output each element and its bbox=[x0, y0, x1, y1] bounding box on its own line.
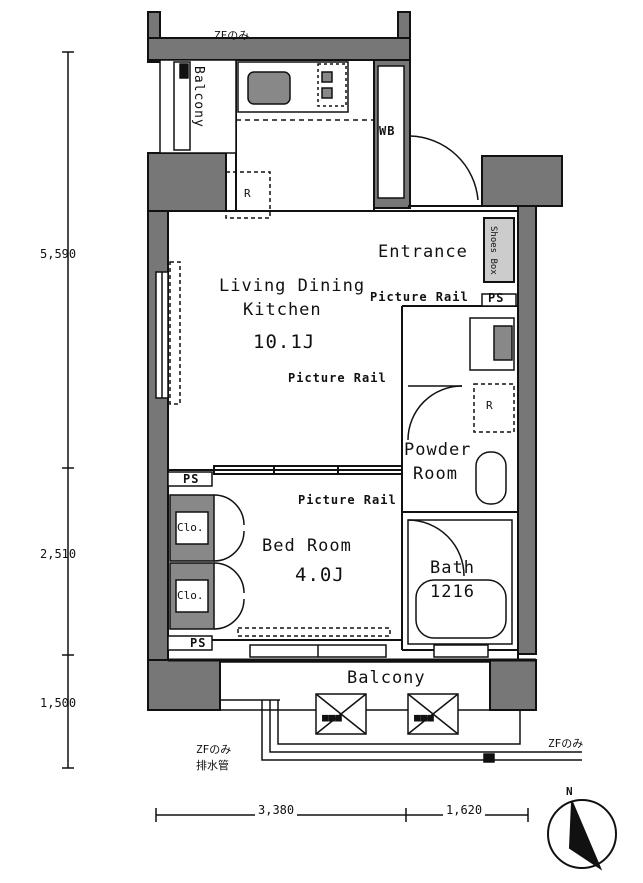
bath-label: Bath bbox=[430, 558, 475, 578]
bath-unit bbox=[407, 519, 513, 645]
picture-rail-label-3: Picture Rail bbox=[298, 493, 397, 507]
outdoor-unit-label-2: ■■■ bbox=[414, 711, 434, 724]
bedroom-label: Bed Room bbox=[262, 536, 352, 556]
ldk-label-line2: Kitchen bbox=[243, 300, 322, 320]
dim-left-3: 1,500 bbox=[40, 696, 77, 710]
bottom-balcony bbox=[219, 661, 582, 763]
sliding-partition bbox=[213, 465, 403, 475]
balcony-top-label: Balcony bbox=[191, 66, 206, 128]
washer-space bbox=[377, 65, 405, 199]
wb-label: WB bbox=[379, 124, 396, 138]
dim-bottom-1: 3,380 bbox=[255, 804, 298, 816]
dim-left-2: 2,510 bbox=[40, 547, 77, 561]
compass-rose bbox=[547, 799, 617, 871]
bath-size: 1216 bbox=[430, 582, 475, 602]
entrance-door bbox=[409, 135, 479, 206]
powder-label-line1: Powder bbox=[404, 440, 472, 460]
closets bbox=[169, 494, 245, 630]
dim-left-1: 5,590 bbox=[40, 247, 77, 261]
zf-note-top: ZFのみ bbox=[214, 29, 250, 42]
ldk-label-line1: Living Dining bbox=[219, 276, 366, 296]
picture-rail-label-2: Picture Rail bbox=[288, 371, 387, 385]
powder-door bbox=[407, 385, 463, 441]
entrance-label: Entrance bbox=[378, 242, 468, 262]
shoes-box bbox=[483, 217, 515, 283]
outdoor-unit-label-1: ■■■ bbox=[322, 711, 342, 724]
zf-note-bottom-right: ZFのみ bbox=[548, 737, 584, 750]
top-balcony bbox=[159, 59, 237, 154]
dim-bottom-2: 1,620 bbox=[443, 804, 486, 816]
shoes-box-label: Shoes Box bbox=[488, 226, 498, 275]
closet-label-lower: Clo. bbox=[177, 589, 204, 602]
ps-label-upper: PS bbox=[183, 472, 200, 486]
ps-label-entrance: PS bbox=[488, 291, 505, 305]
picture-rail-label-1: Picture Rail bbox=[370, 290, 469, 304]
ps-label-lower: PS bbox=[190, 636, 207, 650]
compass-north-label: N bbox=[566, 785, 573, 798]
ldk-window bbox=[155, 261, 181, 405]
refrigerator-label: R bbox=[244, 187, 251, 200]
powder-label-line2: Room bbox=[413, 464, 458, 484]
bedroom-window bbox=[237, 627, 489, 658]
kitchen-counter bbox=[236, 61, 374, 121]
interior-walls bbox=[167, 59, 536, 662]
powder-fixtures bbox=[469, 317, 515, 505]
drain-pipe-note: 排水管 bbox=[196, 759, 229, 772]
zf-note-bottom-left: ZFのみ bbox=[196, 743, 232, 756]
washer-space-label: R bbox=[486, 399, 493, 412]
ps-boxes bbox=[167, 293, 517, 651]
closet-label-upper: Clo. bbox=[177, 521, 204, 534]
ldk-area: 10.1J bbox=[253, 331, 316, 353]
refrigerator-space bbox=[225, 171, 271, 219]
bedroom-area: 4.0J bbox=[295, 564, 345, 586]
balcony-bottom-label: Balcony bbox=[347, 668, 426, 688]
